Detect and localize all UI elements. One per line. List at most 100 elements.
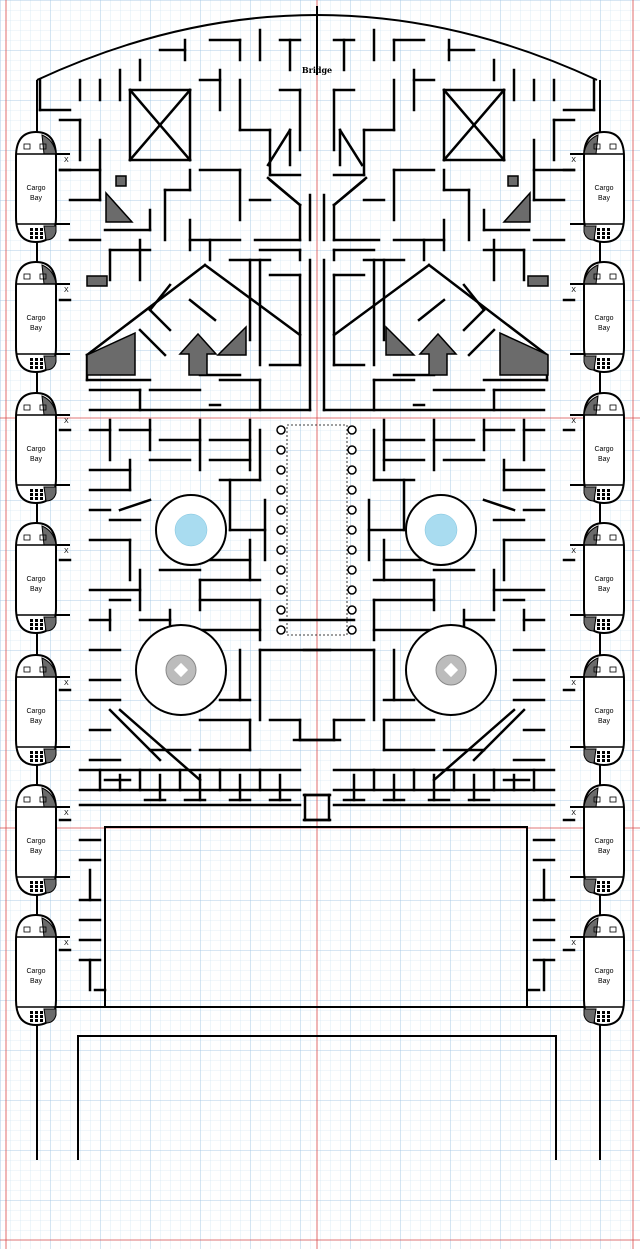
- ramp-triangles: [86, 175, 549, 376]
- cargo-bay-label: Bay: [30, 848, 43, 855]
- column-pillar-icon: [276, 465, 286, 475]
- ramp-triangle-icon: [216, 325, 247, 356]
- cargo-bay-label: Cargo: [594, 446, 613, 453]
- svg-text:X: X: [571, 157, 576, 164]
- svg-text:X: X: [64, 680, 69, 687]
- cargo-bay-label: Cargo: [594, 576, 613, 583]
- svg-text:X: X: [64, 418, 69, 425]
- ramp-triangle-icon: [499, 331, 549, 376]
- cargo-bay: X: [15, 130, 70, 244]
- column-pillar-icon: [347, 625, 357, 635]
- pool-icon: [174, 513, 208, 547]
- column-pillar-icon: [276, 605, 286, 615]
- column-pillar-icon: [347, 445, 357, 455]
- cargo-bay-label: Cargo: [594, 185, 613, 192]
- interior-walls: [38, 28, 596, 992]
- cargo-bay-label: Cargo: [26, 446, 45, 453]
- dark-block: [115, 175, 127, 187]
- cargo-bay: X: [570, 391, 625, 505]
- svg-text:X: X: [571, 810, 576, 817]
- cargo-bay: X: [15, 521, 70, 635]
- cargo-bay-label: Bay: [598, 325, 611, 332]
- cargo-bay: X: [570, 521, 625, 635]
- pools: [174, 513, 458, 547]
- cargo-bay: X: [15, 391, 70, 505]
- cargo-bay-label: Cargo: [594, 708, 613, 715]
- cargo-bay-label: Bay: [30, 456, 43, 463]
- column-pillar-icon: [347, 505, 357, 515]
- dark-block: [527, 275, 549, 287]
- column-pillar-icon: [347, 425, 357, 435]
- cargo-bay: X: [15, 783, 70, 897]
- column-pillar-icon: [347, 485, 357, 495]
- cargo-bay: X: [570, 913, 625, 1027]
- cargo-bay: X: [15, 653, 70, 767]
- column-pillar-icon: [276, 445, 286, 455]
- ramp-triangle-icon: [502, 191, 531, 223]
- cargo-bay-label: Bay: [30, 325, 43, 332]
- pool-icon: [424, 513, 458, 547]
- cargo-bay-label: Bay: [30, 586, 43, 593]
- column-pillar-icon: [347, 545, 357, 555]
- cargo-bay-label: Bay: [598, 718, 611, 725]
- column-pillar-icon: [276, 485, 286, 495]
- dark-block: [507, 175, 519, 187]
- arrow-shape-icon: [418, 332, 458, 376]
- ramp-triangle-icon: [105, 191, 134, 223]
- cargo-bays: XCargoBayXCargoBayXCargoBayXCargoBayXCar…: [15, 130, 625, 1027]
- cargo-bay-label: Cargo: [26, 708, 45, 715]
- arrow-shape-icon: [178, 332, 218, 376]
- dark-block: [86, 275, 108, 287]
- column-pillar-icon: [276, 625, 286, 635]
- svg-text:X: X: [571, 418, 576, 425]
- cargo-bay: X: [570, 783, 625, 897]
- cargo-bay-label: Cargo: [594, 315, 613, 322]
- cargo-bay-label: Cargo: [594, 968, 613, 975]
- cargo-bay-label: Cargo: [26, 185, 45, 192]
- cargo-bay-label: Bay: [30, 978, 43, 985]
- cargo-bay: X: [570, 260, 625, 374]
- svg-text:X: X: [64, 940, 69, 947]
- cargo-bay-label: Bay: [30, 718, 43, 725]
- svg-text:X: X: [64, 810, 69, 817]
- elevators: [165, 654, 467, 686]
- svg-text:X: X: [571, 287, 576, 294]
- column-pillar-icon: [347, 565, 357, 575]
- cargo-bay: X: [570, 653, 625, 767]
- cargo-bay-label: Bay: [598, 456, 611, 463]
- cargo-bay: X: [15, 260, 70, 374]
- cargo-bay-label: Bay: [598, 195, 611, 202]
- central-hall: [276, 424, 357, 636]
- column-pillar-icon: [347, 605, 357, 615]
- column-pillar-icon: [276, 525, 286, 535]
- ramp-triangle-icon: [385, 325, 416, 356]
- cargo-bay-label: Cargo: [26, 576, 45, 583]
- cargo-bay: X: [15, 913, 70, 1027]
- column-pillar-icon: [276, 565, 286, 575]
- ramp-triangle-icon: [86, 331, 136, 376]
- elevator-icon: [165, 654, 197, 686]
- elevator-icon: [435, 654, 467, 686]
- cargo-bay-label: Cargo: [26, 315, 45, 322]
- cargo-bay-label: Bay: [598, 978, 611, 985]
- svg-text:X: X: [64, 548, 69, 555]
- cargo-bay-label: Bay: [598, 586, 611, 593]
- column-pillar-icon: [347, 525, 357, 535]
- column-pillar-icon: [276, 585, 286, 595]
- cargo-bay-label: Cargo: [26, 838, 45, 845]
- svg-text:X: X: [64, 157, 69, 164]
- svg-text:X: X: [571, 940, 576, 947]
- column-pillar-icon: [276, 425, 286, 435]
- column-pillar-icon: [347, 465, 357, 475]
- bridge-label: Bridge: [302, 65, 332, 75]
- cargo-bay-label: Cargo: [594, 838, 613, 845]
- cargo-bay-label: Bay: [598, 848, 611, 855]
- svg-text:X: X: [64, 287, 69, 294]
- svg-text:X: X: [571, 680, 576, 687]
- svg-text:X: X: [571, 548, 576, 555]
- column-pillar-icon: [347, 585, 357, 595]
- cargo-bay-label: Cargo: [26, 968, 45, 975]
- cargo-bay-label: Bay: [30, 195, 43, 202]
